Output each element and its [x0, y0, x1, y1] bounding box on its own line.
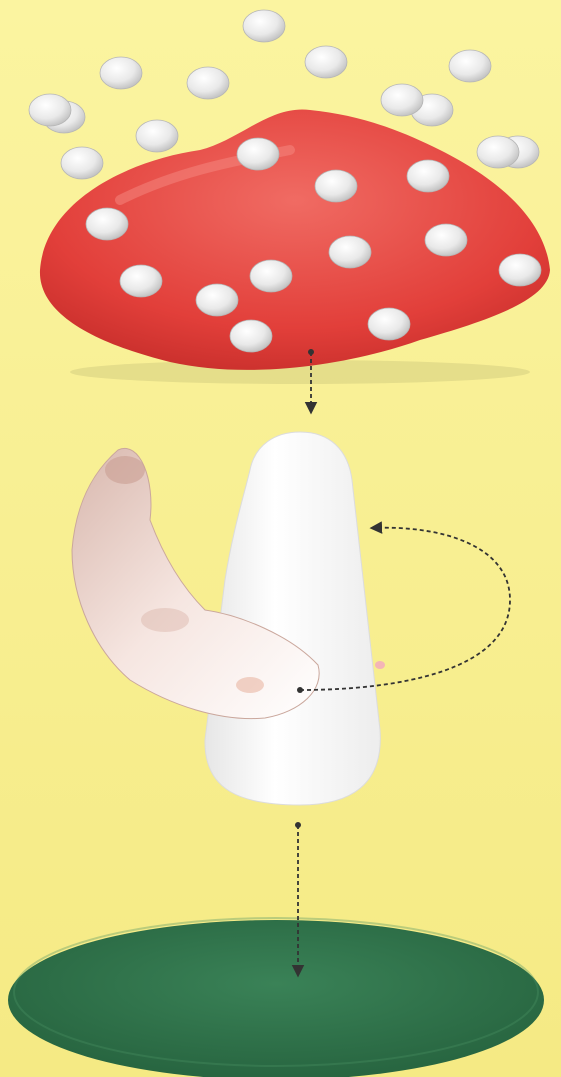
loose-dot-11: [477, 136, 519, 168]
stem-pink-spot: [375, 661, 385, 669]
skirt-shade: [141, 608, 189, 632]
cap-dot-7: [120, 265, 162, 297]
base-body: [8, 920, 544, 1077]
loose-dot-1: [243, 10, 285, 42]
loose-dot-2: [100, 57, 142, 89]
cap-dot-6: [329, 236, 371, 268]
cap-dot-12: [196, 284, 238, 316]
loose-dot-12: [381, 84, 423, 116]
cap-dot-8: [250, 260, 292, 292]
skirt-tip-shade: [105, 456, 145, 484]
cap-dot-5: [425, 224, 467, 256]
loose-dot-5: [449, 50, 491, 82]
loose-dot-10: [61, 147, 103, 179]
cap-dot-4: [86, 208, 128, 240]
cap-dot-3: [315, 170, 357, 202]
loose-dot-7: [136, 120, 178, 152]
loose-dot-3: [187, 67, 229, 99]
loose-dot-13: [29, 94, 71, 126]
cap-dot-1: [237, 138, 279, 170]
cap-dot-10: [230, 320, 272, 352]
cap-dot-9: [499, 254, 541, 286]
cap-dot-2: [407, 160, 449, 192]
skirt-pink-patch: [236, 677, 264, 693]
loose-dot-4: [305, 46, 347, 78]
cap-dot-11: [368, 308, 410, 340]
